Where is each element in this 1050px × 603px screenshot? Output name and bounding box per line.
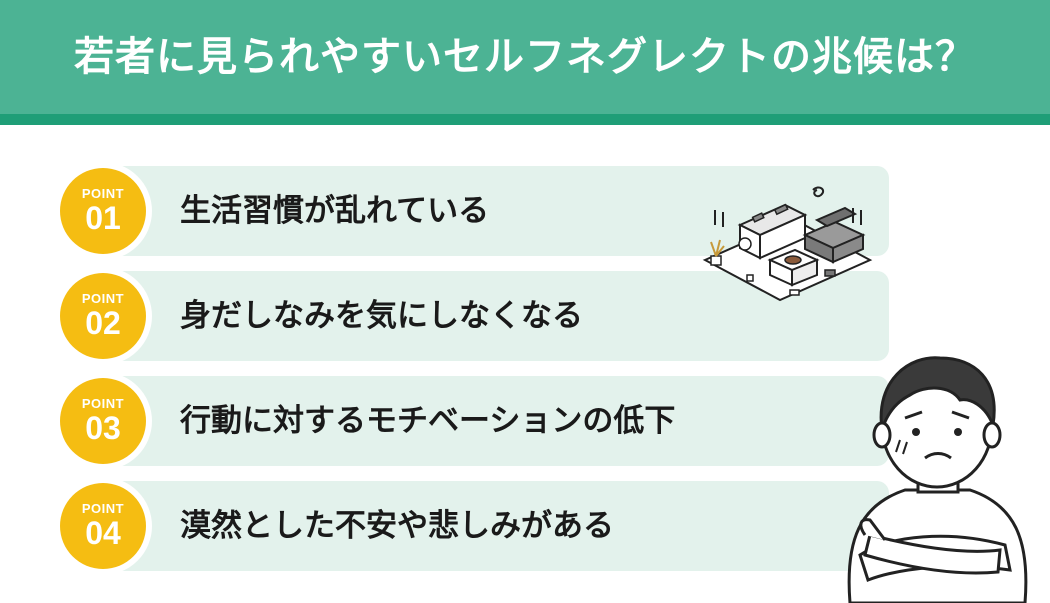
point-row-4: POINT 04 漠然とした不安や悲しみがある: [0, 481, 1050, 571]
page-title: 若者に見られやすいセルフネグレクトの兆候は？: [74, 34, 976, 80]
point-badge: POINT 01: [60, 168, 146, 254]
point-text: 行動に対するモチベーションの低下: [180, 403, 676, 439]
badge-number: 04: [85, 515, 121, 551]
point-badge: POINT 04: [60, 483, 146, 569]
badge-number: 02: [85, 305, 121, 341]
point-row-3: POINT 03 行動に対するモチベーションの低下: [0, 376, 1050, 466]
badge-label: POINT: [81, 291, 125, 306]
point-bar: [104, 376, 889, 466]
point-row-2: POINT 02 身だしなみを気にしなくなる: [0, 271, 1050, 361]
point-row-1: POINT 01 生活習慣が乱れている: [0, 166, 1050, 256]
point-text: 生活習慣が乱れている: [180, 193, 490, 229]
troubled-person-arms-crossed-icon: [847, 356, 1028, 603]
badge-label: POINT: [81, 186, 125, 201]
header-stripe: [0, 114, 1050, 125]
point-text: 身だしなみを気にしなくなる: [180, 298, 583, 334]
point-badge: POINT 02: [60, 273, 146, 359]
badge-label: POINT: [81, 396, 125, 411]
badge-number: 03: [85, 410, 121, 446]
point-badge: POINT 03: [60, 378, 146, 464]
badge-number: 01: [85, 200, 121, 236]
point-bar: [104, 481, 889, 571]
header-banner: [0, 0, 1050, 114]
point-text: 漠然とした不安や悲しみがある: [180, 508, 614, 544]
messy-room-isometric-icon: [702, 186, 873, 302]
badge-label: POINT: [81, 501, 125, 516]
